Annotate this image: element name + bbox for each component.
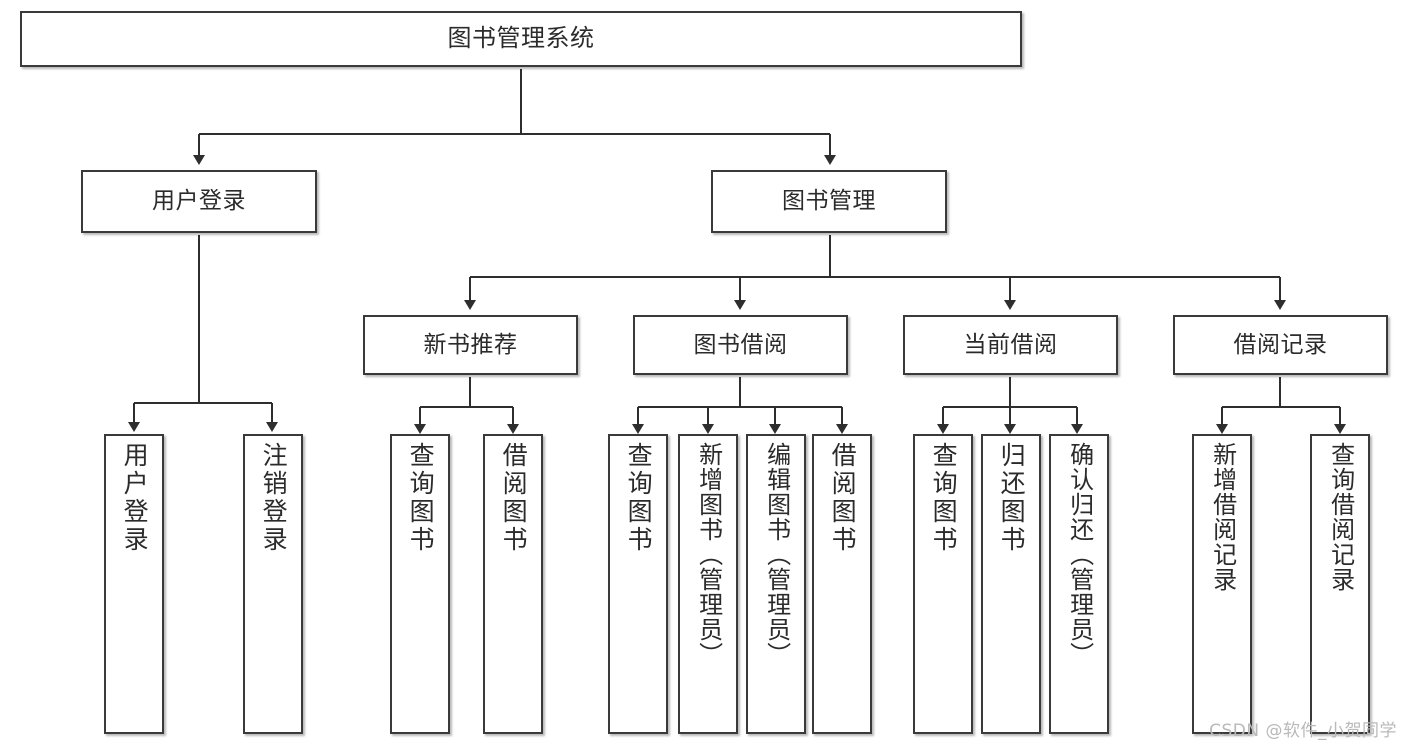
node-user-login-label: 用户登录 bbox=[152, 188, 246, 215]
node-borrow-record-label: 借阅记录 bbox=[1233, 331, 1328, 358]
leaf-new-book-query-label: 查询图书 bbox=[406, 442, 436, 554]
leaf-current-borrow-query[interactable]: 查询图书 bbox=[913, 434, 973, 734]
leaf-borrow-record-add-label: 新增借阅记录 bbox=[1208, 442, 1237, 592]
node-new-book-recommend[interactable]: 新书推荐 bbox=[363, 315, 578, 375]
node-current-borrow-label: 当前借阅 bbox=[963, 331, 1058, 358]
leaf-current-borrow-confirm[interactable]: 确认归还（管理员） bbox=[1049, 434, 1109, 734]
leaf-book-borrow-query[interactable]: 查询图书 bbox=[608, 434, 668, 734]
leaf-borrow-record-add[interactable]: 新增借阅记录 bbox=[1192, 434, 1252, 734]
leaf-borrow-record-query[interactable]: 查询借阅记录 bbox=[1310, 434, 1370, 734]
leaf-book-borrow-lend[interactable]: 借阅图书 bbox=[812, 434, 872, 734]
leaf-new-book-query[interactable]: 查询图书 bbox=[390, 434, 450, 734]
node-current-borrow[interactable]: 当前借阅 bbox=[903, 315, 1118, 375]
node-root[interactable]: 图书管理系统 bbox=[20, 11, 1022, 67]
node-book-management[interactable]: 图书管理 bbox=[711, 170, 947, 233]
leaf-book-borrow-query-label: 查询图书 bbox=[624, 442, 654, 554]
leaf-book-borrow-lend-label: 借阅图书 bbox=[828, 442, 858, 554]
leaf-current-borrow-return[interactable]: 归还图书 bbox=[981, 434, 1041, 734]
node-borrow-record[interactable]: 借阅记录 bbox=[1173, 315, 1388, 375]
leaf-current-borrow-confirm-label: 确认归还（管理员） bbox=[1065, 442, 1094, 667]
node-root-label: 图书管理系统 bbox=[447, 24, 595, 53]
node-new-book-recommend-label: 新书推荐 bbox=[423, 331, 518, 358]
node-book-management-label: 图书管理 bbox=[782, 188, 876, 215]
leaf-user-login-signin-label: 用户登录 bbox=[120, 442, 150, 554]
node-user-login[interactable]: 用户登录 bbox=[81, 170, 317, 233]
leaf-book-borrow-add[interactable]: 新增图书（管理员） bbox=[678, 434, 738, 734]
leaf-book-borrow-edit-label: 编辑图书（管理员） bbox=[762, 442, 791, 667]
leaf-current-borrow-query-label: 查询图书 bbox=[929, 442, 959, 554]
leaf-current-borrow-return-label: 归还图书 bbox=[997, 442, 1027, 554]
leaf-book-borrow-add-label: 新增图书（管理员） bbox=[694, 442, 723, 667]
node-book-borrow[interactable]: 图书借阅 bbox=[633, 315, 848, 375]
node-book-borrow-label: 图书借阅 bbox=[693, 331, 788, 358]
leaf-book-borrow-edit[interactable]: 编辑图书（管理员） bbox=[746, 434, 806, 734]
leaf-user-login-signout[interactable]: 注销登录 bbox=[243, 434, 303, 734]
leaf-user-login-signout-label: 注销登录 bbox=[259, 442, 289, 554]
csdn-watermark: CSDN @软件_小贺同学 bbox=[1209, 721, 1397, 741]
leaf-user-login-signin[interactable]: 用户登录 bbox=[104, 434, 164, 734]
leaf-borrow-record-query-label: 查询借阅记录 bbox=[1326, 442, 1355, 592]
leaf-new-book-borrow[interactable]: 借阅图书 bbox=[483, 434, 543, 734]
leaf-new-book-borrow-label: 借阅图书 bbox=[499, 442, 529, 554]
